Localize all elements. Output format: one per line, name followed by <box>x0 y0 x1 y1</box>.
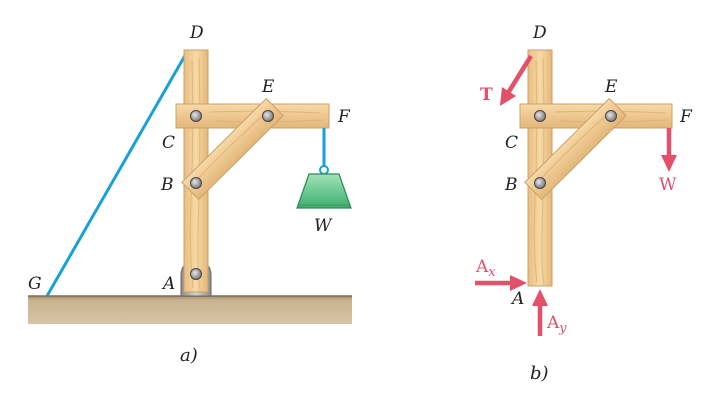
weight-w <box>296 173 352 209</box>
label-f: F <box>337 107 351 127</box>
pin-e <box>262 110 274 122</box>
fbd-pin-e <box>605 110 617 122</box>
label-a: A <box>161 274 175 294</box>
force-ax-arrow <box>475 275 527 291</box>
fbd-label-f: F <box>679 107 693 127</box>
force-w-arrow <box>661 128 677 172</box>
force-ay-label: Ay <box>546 313 567 336</box>
fbd-pin-c <box>534 110 546 122</box>
label-b: B <box>160 175 174 195</box>
diagram-a: D E F C B A G W a) <box>28 23 352 366</box>
fbd-pin-b <box>534 177 546 189</box>
fbd-label-b: B <box>504 175 518 195</box>
force-t-label: T <box>480 85 493 105</box>
label-weight-w: W <box>314 216 333 236</box>
label-d: D <box>189 23 204 43</box>
label-c: C <box>162 133 175 153</box>
diagram-b: D E F C B A T W Ax Ay b) <box>475 23 693 384</box>
fbd-label-e: E <box>604 77 618 97</box>
fbd-label-a: A <box>510 289 524 309</box>
force-ax-label: Ax <box>475 257 496 280</box>
label-e: E <box>261 77 275 97</box>
fbd-label-c: C <box>505 133 518 153</box>
caption-b: b) <box>530 363 549 384</box>
pin-b <box>190 177 202 189</box>
pin-a <box>190 268 202 280</box>
fbd-label-d: D <box>532 23 547 43</box>
cable-dg <box>45 51 189 297</box>
fbd-member-be <box>524 97 627 201</box>
force-t-arrow <box>500 54 533 106</box>
pin-c <box>190 110 202 122</box>
ground <box>28 296 352 324</box>
force-ay-arrow <box>532 289 548 336</box>
member-be <box>181 97 284 201</box>
caption-a: a) <box>180 345 198 366</box>
force-w-label: W <box>659 175 677 195</box>
label-g: G <box>28 274 42 294</box>
